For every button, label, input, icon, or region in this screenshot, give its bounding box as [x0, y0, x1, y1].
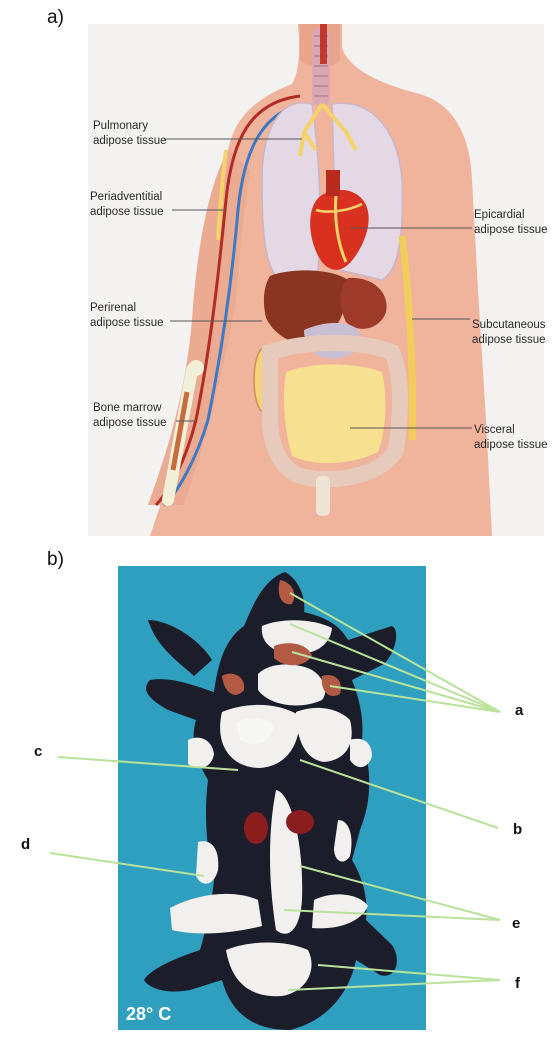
photo-label-f: f	[515, 975, 520, 992]
spine	[316, 476, 330, 516]
visceral-fat	[284, 365, 385, 464]
temperature-label: 28° C	[126, 1004, 171, 1025]
left-lung	[262, 103, 320, 282]
photo-label-d: d	[21, 836, 30, 853]
photo-label-e: e	[512, 915, 520, 932]
panel-b-letter: b)	[47, 549, 64, 571]
photo-label-c: c	[34, 743, 42, 760]
photo-label-b: b	[513, 821, 522, 838]
photo-label-a: a	[515, 702, 523, 719]
